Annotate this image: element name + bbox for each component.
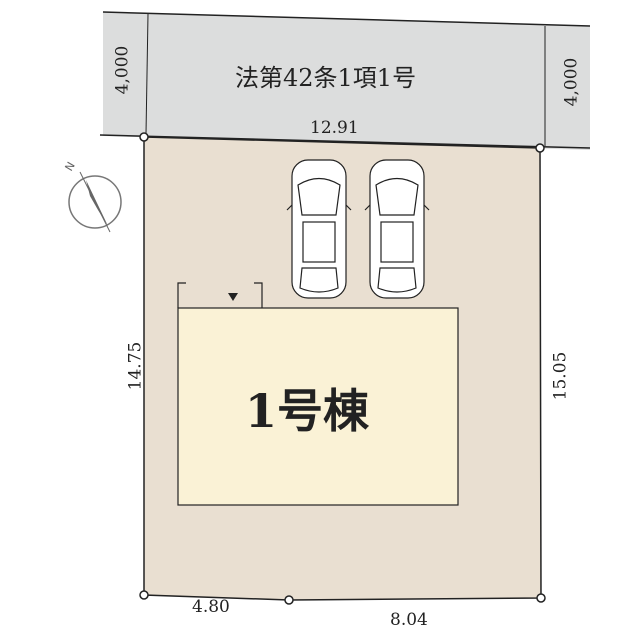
building-label: 1号棟 — [245, 384, 370, 438]
north-compass-icon — [68, 171, 122, 233]
building-footprint — [177, 307, 459, 506]
rear-left-dimension-label: 4.80 — [192, 597, 230, 617]
entrance-marker-icon — [228, 293, 238, 301]
frontage-dimension-label: 12.91 — [310, 118, 359, 138]
rear-right-dimension-label: 8.04 — [390, 610, 428, 630]
road-width-arrow-left — [145, 13, 149, 135]
right-side-dimension-label: 15.05 — [550, 351, 571, 401]
parking-car-2 — [364, 159, 430, 299]
road-area — [103, 12, 590, 150]
left-side-dimension-label: 14.75 — [125, 341, 146, 391]
road-classification-label: 法第42条1項1号 — [235, 64, 417, 92]
entrance-bracket — [177, 282, 263, 308]
road-width-left-label: 4,000 — [112, 45, 133, 95]
road-edge-line — [102, 11, 591, 27]
road-width-right-label: 4,000 — [561, 57, 582, 107]
parking-car-1 — [286, 159, 352, 299]
road-boundary-line — [99, 134, 591, 149]
boundary-markers — [139, 132, 546, 605]
